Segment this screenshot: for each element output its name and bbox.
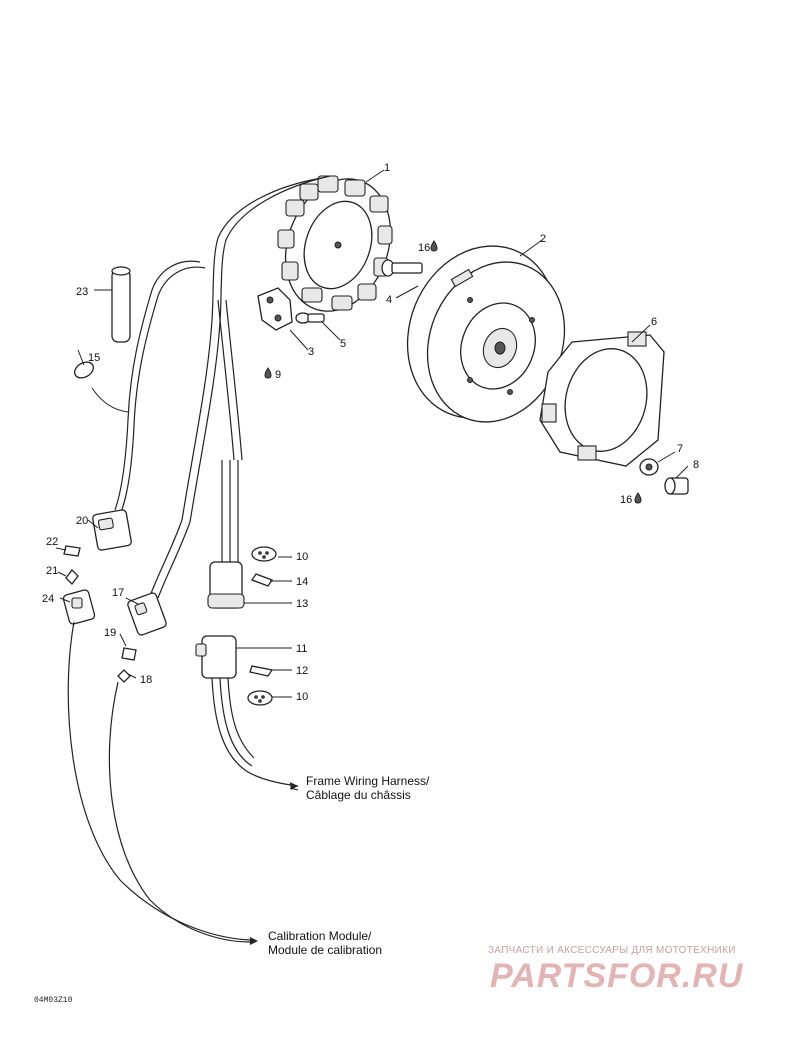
callout-18: 18 [140,674,152,686]
callout-22: 22 [46,536,58,548]
caption-frame-harness-line1: Frame Wiring Harness/ [306,774,430,788]
callout-17: 17 [112,587,124,599]
connector-part-13 [207,460,245,609]
callout-24: 24 [42,593,54,605]
callout-9: 9 [275,369,281,381]
callout-14: 14 [296,576,308,588]
callout-10-upper: 10 [296,551,308,563]
callout-2: 2 [540,233,546,245]
callout-4: 4 [386,294,392,306]
nut-part-8 [664,477,689,495]
washer-part-7 [639,458,659,476]
drop-icon-9 [264,367,272,379]
arrow-to-calibration [250,937,258,945]
terminal-part-19 [121,647,137,661]
callout-6: 6 [651,316,657,328]
callout-16-lower: 16 [620,494,632,506]
callout-8: 8 [693,459,699,471]
seal-part-10-upper [251,546,277,562]
calibration-wire-b [108,681,251,943]
callout-13: 13 [296,598,308,610]
callout-11: 11 [296,643,307,655]
watermark-tagline: ЗАПЧАСТИ И АКСЕССУАРЫ ДЛЯ МОТОТЕХНИКИ [488,945,736,956]
pin-part-21 [65,569,79,585]
callout-23: 23 [76,286,88,298]
watermark-brand: PARTSFOR.RU [490,957,744,995]
caption-calibration-line2: Module de calibration [268,943,382,957]
callout-1: 1 [384,162,390,174]
seal-part-10-lower [247,690,273,706]
callout-3: 3 [308,346,314,358]
callout-12: 12 [296,665,308,677]
callout-15: 15 [88,352,100,364]
arrow-to-frame-harness [290,782,298,790]
callout-10-lower: 10 [296,691,308,703]
terminal-part-12 [249,665,274,677]
screw-part-4 [381,259,423,277]
connector-part-17 [127,519,191,636]
stator-part-1 [277,175,393,312]
connector-part-11 [195,635,299,787]
callout-7: 7 [677,443,683,455]
sleeve-part-23 [111,266,131,343]
callout-21: 21 [46,565,58,577]
connector-part-24 [62,589,96,625]
stator-harness [181,177,323,521]
callout-5: 5 [340,338,346,350]
connector-part-20 [92,509,132,551]
callout-20: 20 [76,515,88,527]
clamp-part-15 [74,349,129,413]
caption-calibration-line1: Calibration Module/ [268,929,372,943]
leader-lines [55,169,689,791]
drawing-code: 04M03Z10 [34,996,73,1005]
callout-19: 19 [104,627,116,639]
caption-frame-harness-line2: Câblage du châssis [306,788,411,802]
screw-part-5 [295,312,325,324]
callout-16-upper: 16 [418,242,430,254]
bracket-part-3 [257,287,293,331]
calibration-wire-a [67,621,251,941]
terminal-part-22 [63,545,81,557]
drop-icon-16a [430,240,438,252]
terminal-part-14 [251,573,273,587]
flywheel-part-2 [406,245,566,423]
trigger-wheel-part-6 [539,331,665,467]
drop-icon-16b [634,492,642,504]
pin-part-18 [117,669,131,683]
